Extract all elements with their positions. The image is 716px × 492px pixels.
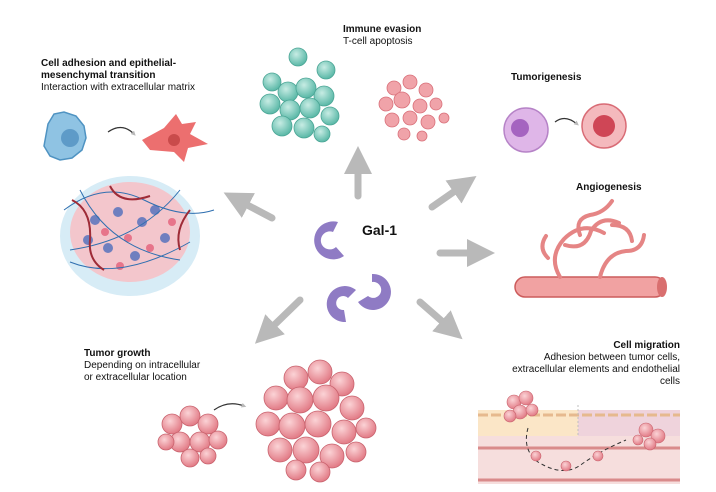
arrow-icon — [428, 175, 477, 211]
gal1-icon — [314, 221, 391, 323]
immune-subtitle: T-cell apoptosis — [343, 36, 413, 47]
tumor-cell-icon — [581, 103, 627, 149]
tumor-microenvironment-icon — [60, 176, 215, 296]
growth-subtitle-line2: or extracellular location — [84, 372, 187, 383]
arrow-icon — [223, 192, 276, 222]
blood-vessel-icon — [514, 199, 667, 298]
curved-arrow-icon — [107, 126, 136, 136]
epithelial-cell-icon — [43, 111, 87, 161]
adhesion-label: Cell adhesion and epithelial- mesenchyma… — [41, 58, 195, 94]
arrow-icon — [416, 298, 463, 340]
immune-label: Immune evasion T-cell apoptosis — [343, 24, 421, 48]
adhesion-title-line1: Cell adhesion and epithelial- — [41, 58, 177, 69]
curved-arrow-icon — [213, 402, 247, 411]
growth-label: Tumor growth Depending on intracellular … — [84, 348, 200, 384]
migration-subtitle-line2: extracellular elements and endothelial — [512, 364, 680, 375]
arrows — [223, 146, 495, 344]
migration-subtitle-line3: cells — [659, 376, 680, 387]
mesenchymal-cell-icon — [142, 114, 208, 162]
arrow-icon — [254, 296, 304, 344]
immune-title: Immune evasion — [343, 24, 422, 35]
angiogenesis-title: Angiogenesis — [576, 182, 642, 193]
curved-arrow-icon — [554, 117, 579, 126]
large-tumor-icon — [255, 359, 377, 483]
apoptotic-cells-icon — [378, 74, 450, 142]
normal-cell-icon — [503, 107, 549, 153]
adhesion-subtitle: Interaction with extracellular matrix — [41, 82, 195, 93]
growth-subtitle-line1: Depending on intracellular — [84, 360, 201, 371]
tcell-cluster-icon — [259, 47, 340, 143]
angiogenesis-label: Angiogenesis — [576, 182, 642, 194]
migration-title: Cell migration — [613, 340, 680, 351]
migration-scene-icon — [478, 390, 680, 485]
small-tumor-icon — [157, 405, 228, 468]
growth-title: Tumor growth — [84, 348, 151, 359]
adhesion-title-line2: mesenchymal transition — [41, 70, 156, 81]
gal1-label: Gal-1 — [362, 222, 398, 238]
migration-subtitle-line1: Adhesion between tumor cells, — [543, 352, 680, 363]
migration-label: Cell migration Adhesion between tumor ce… — [512, 340, 680, 388]
tumorigenesis-title: Tumorigenesis — [511, 72, 582, 83]
tumorigenesis-label: Tumorigenesis — [511, 72, 581, 84]
